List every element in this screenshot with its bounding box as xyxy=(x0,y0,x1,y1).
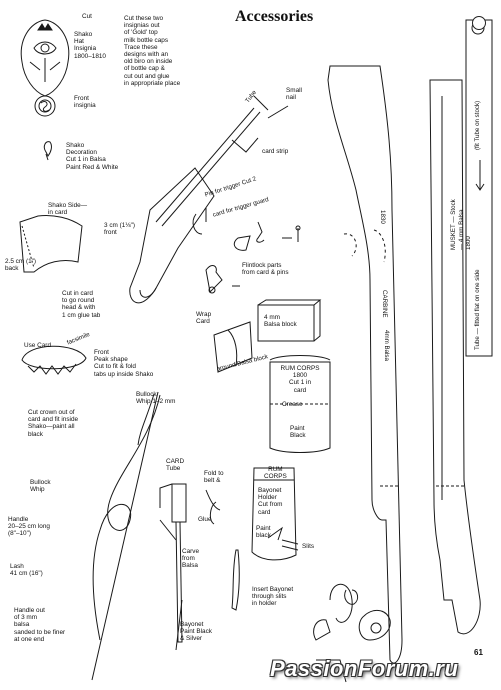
front-insignia-label: Front insignia xyxy=(74,95,96,110)
use-card-label: Use Card xyxy=(24,342,51,349)
balsa-block-drawing xyxy=(257,304,315,342)
watermark: PassionForum.ru xyxy=(270,656,459,681)
shako-hat-label: Shako Hat Insignia 1800–1810 xyxy=(74,31,106,60)
lash-label: Lash 41 cm (16") xyxy=(10,563,43,578)
fold-to-belt-label: Fold to belt & xyxy=(204,470,224,485)
front-peak-label: Front Peak shape Cut to fit & fold tabs … xyxy=(94,349,154,378)
card-strip-label: card strip xyxy=(262,148,289,155)
flintlock-label: Flintlock parts from card & pins xyxy=(242,262,289,277)
musket-drawing xyxy=(429,79,481,635)
gun-stock-drawing xyxy=(129,167,215,304)
carbine-balsa-label: 4mm Balsa xyxy=(383,330,390,361)
page-number: 61 xyxy=(474,648,483,657)
shako-insignia-drawing xyxy=(20,19,70,97)
rum-corps-plate-drawing xyxy=(269,361,331,453)
cut-crown-label: Cut crown out of card and fit inside Sha… xyxy=(28,409,79,438)
bullock-whip-label: Bullock Whip xyxy=(30,479,51,494)
crease-label: Crease xyxy=(282,401,303,408)
bayonet-paint-label: Bayonet Paint Black & Silver xyxy=(180,621,212,643)
cut-label: Cut xyxy=(82,13,92,20)
carbine-drawing xyxy=(327,65,403,664)
shako-decoration-drawing xyxy=(43,141,52,157)
shako-decoration-label: Shako Decoration Cut 1 in Balsa Paint Re… xyxy=(66,142,119,171)
whip-handle-drawing xyxy=(91,391,159,681)
binder-hole xyxy=(472,16,486,30)
handle-out-label: Handle out of 3 mm balsa sanded to be fi… xyxy=(14,607,66,643)
tube-fitted-label: Tube — fitted flat on one side xyxy=(474,269,481,350)
fit-tube-label: (fit Tube on stock) xyxy=(474,100,481,150)
shako-side-label: Shako Side— in card xyxy=(48,202,88,217)
gun-barrel-drawing xyxy=(155,107,255,223)
shako-side-drawing xyxy=(19,215,83,273)
paint-black-small-label: Paint black xyxy=(256,525,271,540)
front-insignia-drawing xyxy=(34,95,56,117)
slits-label: Slits xyxy=(302,543,315,550)
insert-bayonet-label: Insert Bayonet through slits in holder xyxy=(252,586,294,608)
wrap-card-drawing xyxy=(213,321,253,373)
paint-black-label: Paint Black xyxy=(290,425,306,440)
cut-instructions: Cut these two insignias out of 'Gold' to… xyxy=(124,15,181,87)
handle-label: Handle 20–25 cm long (8"–10") xyxy=(8,516,50,538)
two-five-cm-label: 2.5 cm (1") back xyxy=(5,258,37,273)
three-cm-label: 3 cm (1⅛") front xyxy=(104,222,136,237)
bullock-whip-top-label: Bullock Whip 1–2 mm xyxy=(136,391,176,406)
small-nail-label: Small nail xyxy=(286,87,302,102)
balsa-block-label: 4 mm Balsa block xyxy=(264,314,297,329)
page-title: Accessories xyxy=(235,8,314,25)
rum-corps-1800-label: RUM CORPS 1800 Cut 1 in card xyxy=(280,365,320,394)
carbine-year-label: 1830 xyxy=(379,210,386,224)
cut-in-card-label: Cut in card to go round head & with 1 cm… xyxy=(62,290,101,319)
carbine-label: CARBINE xyxy=(381,290,388,318)
musket-label: MUSKET — Stock — 4 mm Balsa 1800 xyxy=(450,199,472,250)
card-tube-label: CARD Tube xyxy=(166,458,185,473)
rum-corps-label: RUM CORPS xyxy=(264,466,287,481)
wrap-card-label: Wrap Card xyxy=(196,311,212,326)
bayonet-holder-drawing xyxy=(251,467,297,561)
carve-from-balsa-label: Carve from Balsa xyxy=(182,548,200,570)
card-tube-drawing xyxy=(171,483,187,523)
front-peak-drawing xyxy=(21,345,87,370)
bayonet-holder-label: Bayonet Holder Cut from card xyxy=(258,487,283,516)
whip-lash-drawing xyxy=(92,394,161,641)
glue-label: Glue xyxy=(198,516,212,523)
